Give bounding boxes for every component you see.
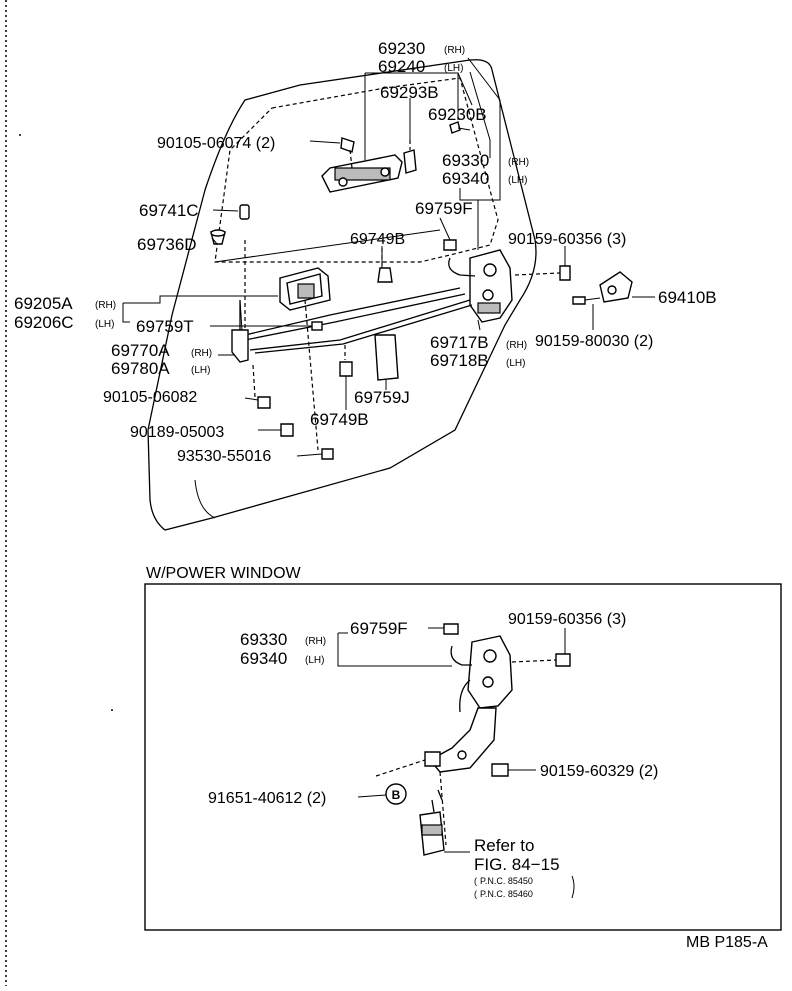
scan-speck: [19, 134, 21, 136]
screw-90159-80030: [572, 296, 601, 305]
clip-69293b: [403, 140, 417, 174]
pad-69759j: [374, 334, 399, 381]
striker-69410b: [599, 271, 633, 303]
label-69230b: 69230B: [428, 105, 487, 124]
inset-bolt-90159-60329: [491, 763, 536, 777]
door-lock-assembly: [443, 239, 513, 323]
inset-frame: [144, 583, 782, 931]
control-rods: [244, 287, 473, 354]
inset-pnc-2: P.N.C. 85460: [480, 889, 533, 899]
label-69718b-side: (LH): [506, 358, 525, 369]
label-69749b-top: 69749B: [350, 231, 405, 248]
part-69736d: [210, 229, 226, 245]
bolt-90105-06082: [257, 396, 271, 409]
label-69759f: 69759F: [415, 199, 473, 218]
door-outline: [147, 59, 537, 531]
screw-69230b: [449, 121, 471, 134]
lever-69770a: [231, 300, 249, 363]
label-69759j: 69759J: [354, 388, 410, 407]
inset-refer-line2: FIG. 84−15: [474, 855, 560, 874]
marker-letter: B: [392, 788, 401, 802]
label-69230: 69230: [378, 39, 425, 58]
part-labels: 69230 (RH) 69240 (LH) 69293B 69230B 9010…: [14, 39, 717, 465]
part-69741c: [239, 204, 250, 220]
inset-label-90159-60329: 90159-60329 (2): [540, 763, 658, 780]
inset-marker-b: B: [357, 759, 426, 805]
label-90189-05003: 90189-05003: [130, 424, 224, 441]
label-69293b: 69293B: [380, 83, 439, 102]
label-90105-06074: 90105-06074 (2): [157, 135, 275, 152]
nut-90189-05003: [280, 423, 294, 437]
label-69206c: 69206C: [14, 313, 74, 332]
label-69770a-side: (RH): [191, 348, 212, 359]
inset-refer-line1: Refer to: [474, 836, 534, 855]
drawing-code: MB P185-A: [686, 934, 768, 951]
inset-screw-90159-60356: [511, 628, 571, 667]
label-90105-06082: 90105-06082: [103, 389, 197, 406]
label-69759t: 69759T: [136, 317, 194, 336]
inset-pnc-open-paren-2: (: [474, 889, 477, 899]
label-69749b-bottom: 69749B: [310, 410, 369, 429]
screw-90159-60356: [514, 265, 571, 281]
label-93530-55016: 93530-55016: [177, 448, 271, 465]
label-69410b: 69410B: [658, 288, 717, 307]
inset-pnc-open-paren: (: [474, 876, 477, 886]
label-69330-side: (RH): [508, 157, 529, 168]
inside-handle-69205a: [279, 267, 331, 311]
label-69780a-side: (LH): [191, 365, 210, 376]
label-69340-side: (LH): [508, 175, 527, 186]
label-69718b: 69718B: [430, 351, 489, 370]
scan-speck: [111, 709, 113, 711]
label-69206c-side: (LH): [95, 319, 114, 330]
inset-label-69340: 69340: [240, 649, 287, 668]
label-69736d: 69736D: [137, 235, 197, 254]
label-69330: 69330: [442, 151, 489, 170]
label-90159-60356: 90159-60356 (3): [508, 231, 626, 248]
inset-label-91651-40612: 91651-40612 (2): [208, 790, 326, 807]
clip-69749b-top: [377, 267, 393, 283]
label-69717b-side: (RH): [506, 340, 527, 351]
inset-label-69340-side: (LH): [305, 655, 324, 666]
label-90159-80030: 90159-80030 (2): [535, 333, 653, 350]
label-69741c: 69741C: [139, 201, 199, 220]
label-69205a-side: (RH): [95, 300, 116, 311]
inset-label-69330-side: (RH): [305, 636, 326, 647]
label-69770a: 69770A: [111, 341, 170, 360]
inset-label-90159-60356: 90159-60356 (3): [508, 611, 626, 628]
bolt-93530-55016: [321, 448, 334, 460]
label-69340: 69340: [442, 169, 489, 188]
label-69240-side: (LH): [444, 63, 463, 74]
label-69230-side: (RH): [444, 45, 465, 56]
power-window-inset: W/POWER WINDOW: [144, 565, 782, 931]
inset-title: W/POWER WINDOW: [146, 565, 302, 582]
inset-pnc-close-paren: [571, 875, 575, 899]
label-69780a: 69780A: [111, 359, 170, 378]
leader-lines: [122, 57, 655, 457]
label-69240: 69240: [378, 57, 425, 76]
clip-69749b-bottom: [339, 361, 353, 377]
label-69717b: 69717B: [430, 333, 489, 352]
outside-door-handle: [321, 154, 403, 193]
inset-label-69330: 69330: [240, 630, 287, 649]
inset-lock-assembly: [419, 623, 513, 856]
inset-pnc-1: P.N.C. 85450: [480, 876, 533, 886]
screw-90105-06074: [309, 137, 355, 169]
inset-label-69759f: 69759F: [350, 619, 408, 638]
inset-leader-lines: [337, 627, 470, 853]
label-69205a: 69205A: [14, 294, 73, 313]
clip-69759t: [311, 321, 323, 331]
